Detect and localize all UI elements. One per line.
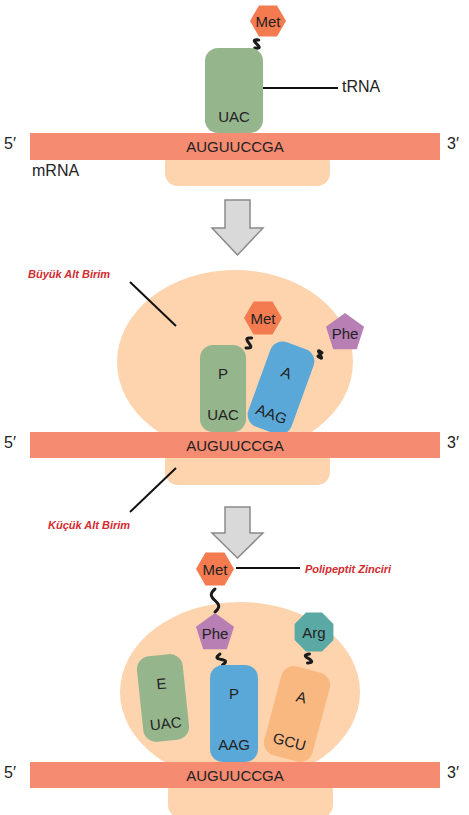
node-text: E xyxy=(156,675,168,693)
trna-molecule: P UAC xyxy=(200,345,246,432)
peptide-bond xyxy=(246,338,252,348)
amino-acid: Phe xyxy=(322,312,368,354)
node-text: Met xyxy=(255,13,280,30)
node-text: UAC xyxy=(218,108,250,125)
mrna-strand: AUGUUCCGA xyxy=(30,133,440,160)
trna-molecule: P AAG xyxy=(210,665,258,762)
node-text: Met xyxy=(202,561,227,578)
node-text: AUGUUCCGA xyxy=(186,138,284,155)
part-label: tRNA xyxy=(342,79,380,95)
amino-acid-outline xyxy=(196,553,234,586)
trna-molecule: A AAG xyxy=(244,338,318,438)
amino-acid: Phe xyxy=(192,612,238,654)
strand-end: 3′ xyxy=(447,765,459,781)
leader-line xyxy=(236,567,300,569)
callout-label: Büyük Alt Birim xyxy=(28,266,110,282)
part-label: mRNA xyxy=(32,163,79,179)
strand-end: 5′ xyxy=(4,435,16,451)
peptide-bond xyxy=(217,654,226,665)
amino-acid-outline xyxy=(326,313,364,349)
ribosome-large-subunit xyxy=(120,602,360,782)
node-text: Met xyxy=(250,310,275,327)
trna-molecule: E UAC xyxy=(136,653,191,743)
node-text: GCU xyxy=(271,729,308,754)
amino-acid-outline xyxy=(250,5,286,36)
node-text: AUGUUCCGA xyxy=(186,437,284,454)
peptide-bond xyxy=(305,654,311,663)
mrna-strand: AUGUUCCGA xyxy=(30,432,440,458)
node-text: A xyxy=(279,363,294,382)
strand-end: 5′ xyxy=(4,136,16,152)
node-text: Phe xyxy=(202,625,229,642)
strand-end: 5′ xyxy=(4,765,16,781)
node-text: UAC xyxy=(207,406,239,423)
node-text: AUGUUCCGA xyxy=(186,767,284,784)
node-text: P xyxy=(218,365,228,382)
callout-label: Polipeptit Zinciri xyxy=(305,561,391,577)
amino-acid: Met xyxy=(248,2,288,40)
trna-molecule: UAC xyxy=(205,48,263,133)
node-text: UAC xyxy=(149,713,182,733)
ribosome-large-subunit xyxy=(117,270,353,454)
amino-acid: Met xyxy=(242,298,284,338)
node-text: P xyxy=(229,685,239,702)
amino-acid: Arg xyxy=(292,610,336,654)
node-text: Phe xyxy=(332,325,359,342)
step-arrow xyxy=(212,200,263,255)
amino-acid: Met xyxy=(194,549,236,589)
node-text: Arg xyxy=(302,624,325,641)
strand-end: 3′ xyxy=(447,435,459,451)
strand-end: 3′ xyxy=(447,136,459,152)
leader-line xyxy=(130,282,176,326)
trna-molecule: A GCU xyxy=(261,663,333,765)
node-text: AAG xyxy=(254,400,290,427)
node-text: AAG xyxy=(218,736,250,753)
step-arrow xyxy=(212,507,263,558)
mrna-strand: AUGUUCCGA xyxy=(30,762,440,788)
peptide-bond xyxy=(254,40,259,48)
node-text: A xyxy=(294,688,308,707)
callout-label: Küçük Alt Birim xyxy=(48,517,130,533)
peptide-bond xyxy=(318,351,322,359)
peptide-bond xyxy=(211,589,218,612)
amino-acid-outline xyxy=(244,302,282,335)
amino-acid-outline xyxy=(295,613,334,652)
amino-acid-outline xyxy=(196,613,234,649)
leader-line xyxy=(130,468,176,512)
